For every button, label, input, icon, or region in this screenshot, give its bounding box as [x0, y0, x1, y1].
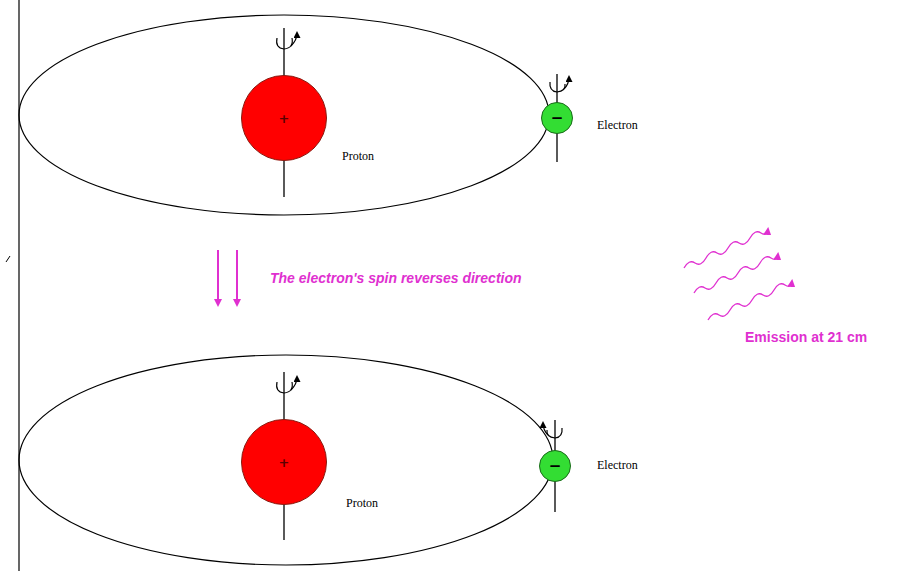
transition-arrow — [217, 250, 219, 305]
tick-mark — [6, 256, 10, 262]
part-label: Electron — [597, 459, 638, 473]
border-line — [18, 0, 19, 571]
spin-arrow — [291, 377, 297, 390]
spin-arrow — [564, 77, 569, 89]
spin-arrow — [277, 382, 293, 393]
photon-wave — [694, 254, 778, 293]
part-label: Electron — [597, 119, 638, 133]
part-label: Proton — [346, 497, 378, 511]
spin-arrow — [277, 38, 293, 49]
transition-note: The electron's spin reverses direction — [270, 270, 522, 286]
photon-wave — [708, 281, 792, 320]
transition-arrow — [236, 250, 238, 305]
emission-note: Emission at 21 cm — [745, 329, 867, 345]
part-label: Proton — [342, 150, 374, 164]
charge-sign: − — [551, 111, 564, 126]
charge-sign: + — [279, 456, 290, 469]
electron-circle: − — [541, 102, 573, 134]
photon-wave — [684, 229, 768, 268]
electron-circle: − — [539, 450, 571, 482]
spin-arrow — [291, 33, 297, 46]
proton-circle: + — [241, 419, 327, 505]
charge-sign: + — [279, 112, 290, 125]
spin-arrow — [547, 428, 562, 438]
spin-arrow — [550, 82, 565, 92]
charge-sign: − — [549, 459, 562, 474]
spin-arrow — [543, 423, 548, 435]
orbit-ellipse — [19, 15, 549, 215]
orbit-ellipse — [19, 355, 553, 565]
proton-circle: + — [241, 75, 327, 161]
